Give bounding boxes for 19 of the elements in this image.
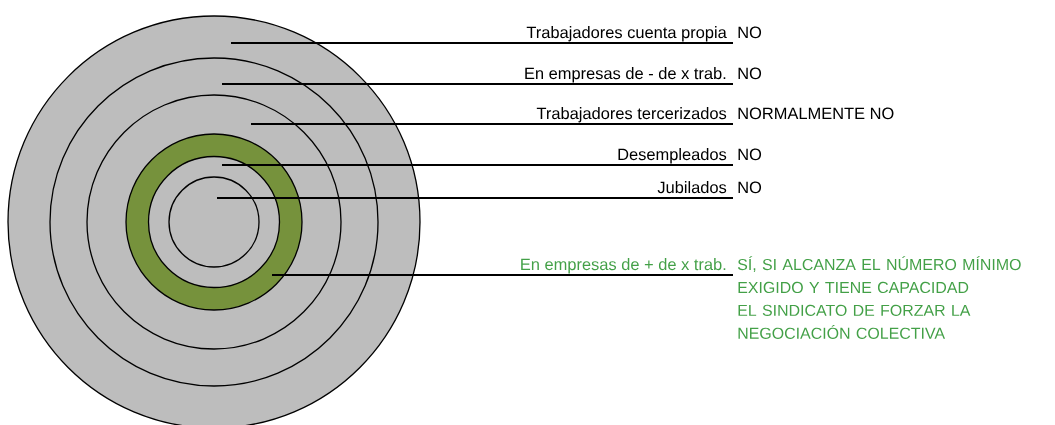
leader-line (216, 197, 734, 199)
leader-line (221, 164, 734, 166)
answer: NO (738, 67, 762, 80)
leader-line (230, 42, 734, 44)
answer: NO (738, 26, 762, 39)
label: Trabajadores tercerizados (536, 107, 727, 123)
answer: NORMALMENTE NO (738, 107, 894, 120)
note: SÍ, SI ALCANZA EL NÚMERO MÍNIMO EXIGIDO Y TIENE CAPACIDAD EL SINDICATO DE FORZAR LA NEGOCIACIÓN COLECTIVA (737, 256, 1021, 339)
answer: NO (738, 181, 762, 194)
label: Jubilados (657, 181, 727, 194)
label: En empresas de + de x trab. (521, 258, 726, 274)
leader-line (221, 83, 734, 85)
leader-line (271, 274, 734, 276)
answer: NO (738, 148, 762, 161)
leader-line (250, 123, 734, 125)
label: Trabajadores cuenta propia (526, 26, 727, 42)
circle (168, 176, 260, 268)
label: Desempleados (618, 148, 727, 164)
label: En empresas de - de x trab. (525, 67, 726, 83)
